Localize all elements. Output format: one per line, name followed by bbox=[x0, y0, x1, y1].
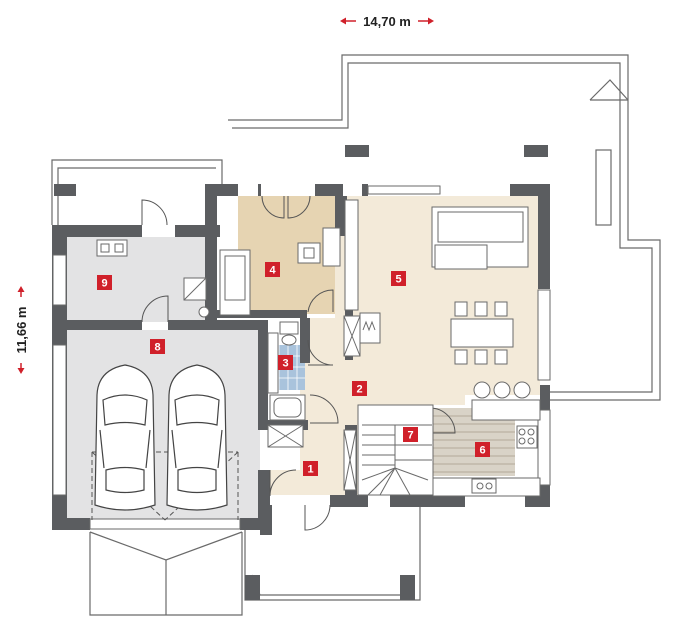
arrow-down-icon bbox=[17, 363, 25, 374]
room-badge-4: 4 bbox=[265, 262, 280, 277]
boiler-icon bbox=[198, 306, 210, 318]
room-fill-garage bbox=[65, 330, 260, 520]
room-number-6: 6 bbox=[479, 445, 485, 457]
toilet-icon bbox=[279, 321, 299, 335]
room-number-2: 2 bbox=[356, 384, 362, 396]
dimension-depth: 11,66 m bbox=[14, 286, 29, 374]
room-number-4: 4 bbox=[269, 265, 276, 277]
arrow-left-icon bbox=[340, 17, 356, 25]
room-badge-2: 2 bbox=[352, 381, 367, 396]
dimension-width: 14,70 m bbox=[340, 14, 434, 29]
stairs-icon bbox=[357, 404, 434, 496]
room-number-5: 5 bbox=[395, 274, 401, 286]
room-number-9: 9 bbox=[101, 278, 107, 290]
doors bbox=[141, 195, 456, 531]
room-badge-6: 6 bbox=[475, 442, 490, 457]
room-number-7: 7 bbox=[407, 430, 413, 442]
room-badge-9: 9 bbox=[97, 275, 112, 290]
sink-icon bbox=[471, 478, 497, 494]
room-badge-3: 3 bbox=[278, 355, 293, 370]
width-label: 14,70 m bbox=[363, 14, 411, 29]
depth-label: 11,66 m bbox=[14, 307, 29, 354]
cars bbox=[94, 364, 228, 511]
terrace-outlines bbox=[51, 54, 661, 616]
dining-table-icon bbox=[450, 318, 514, 348]
room-badge-5: 5 bbox=[391, 271, 406, 286]
room-number-1: 1 bbox=[307, 464, 313, 476]
room-badge-1: 1 bbox=[303, 461, 318, 476]
room-number-3: 3 bbox=[282, 358, 288, 370]
car-icon bbox=[94, 364, 156, 511]
room-badge-8: 8 bbox=[150, 339, 165, 354]
windows bbox=[52, 185, 551, 530]
arrow-up-icon bbox=[17, 286, 25, 297]
furniture bbox=[96, 199, 541, 497]
arrow-right-icon bbox=[418, 17, 434, 25]
room-badge-7: 7 bbox=[403, 427, 418, 442]
room-badges: 1 2 3 4 5 6 7 8 9 bbox=[97, 262, 490, 476]
room-number-8: 8 bbox=[154, 342, 160, 354]
car-icon bbox=[166, 364, 228, 511]
